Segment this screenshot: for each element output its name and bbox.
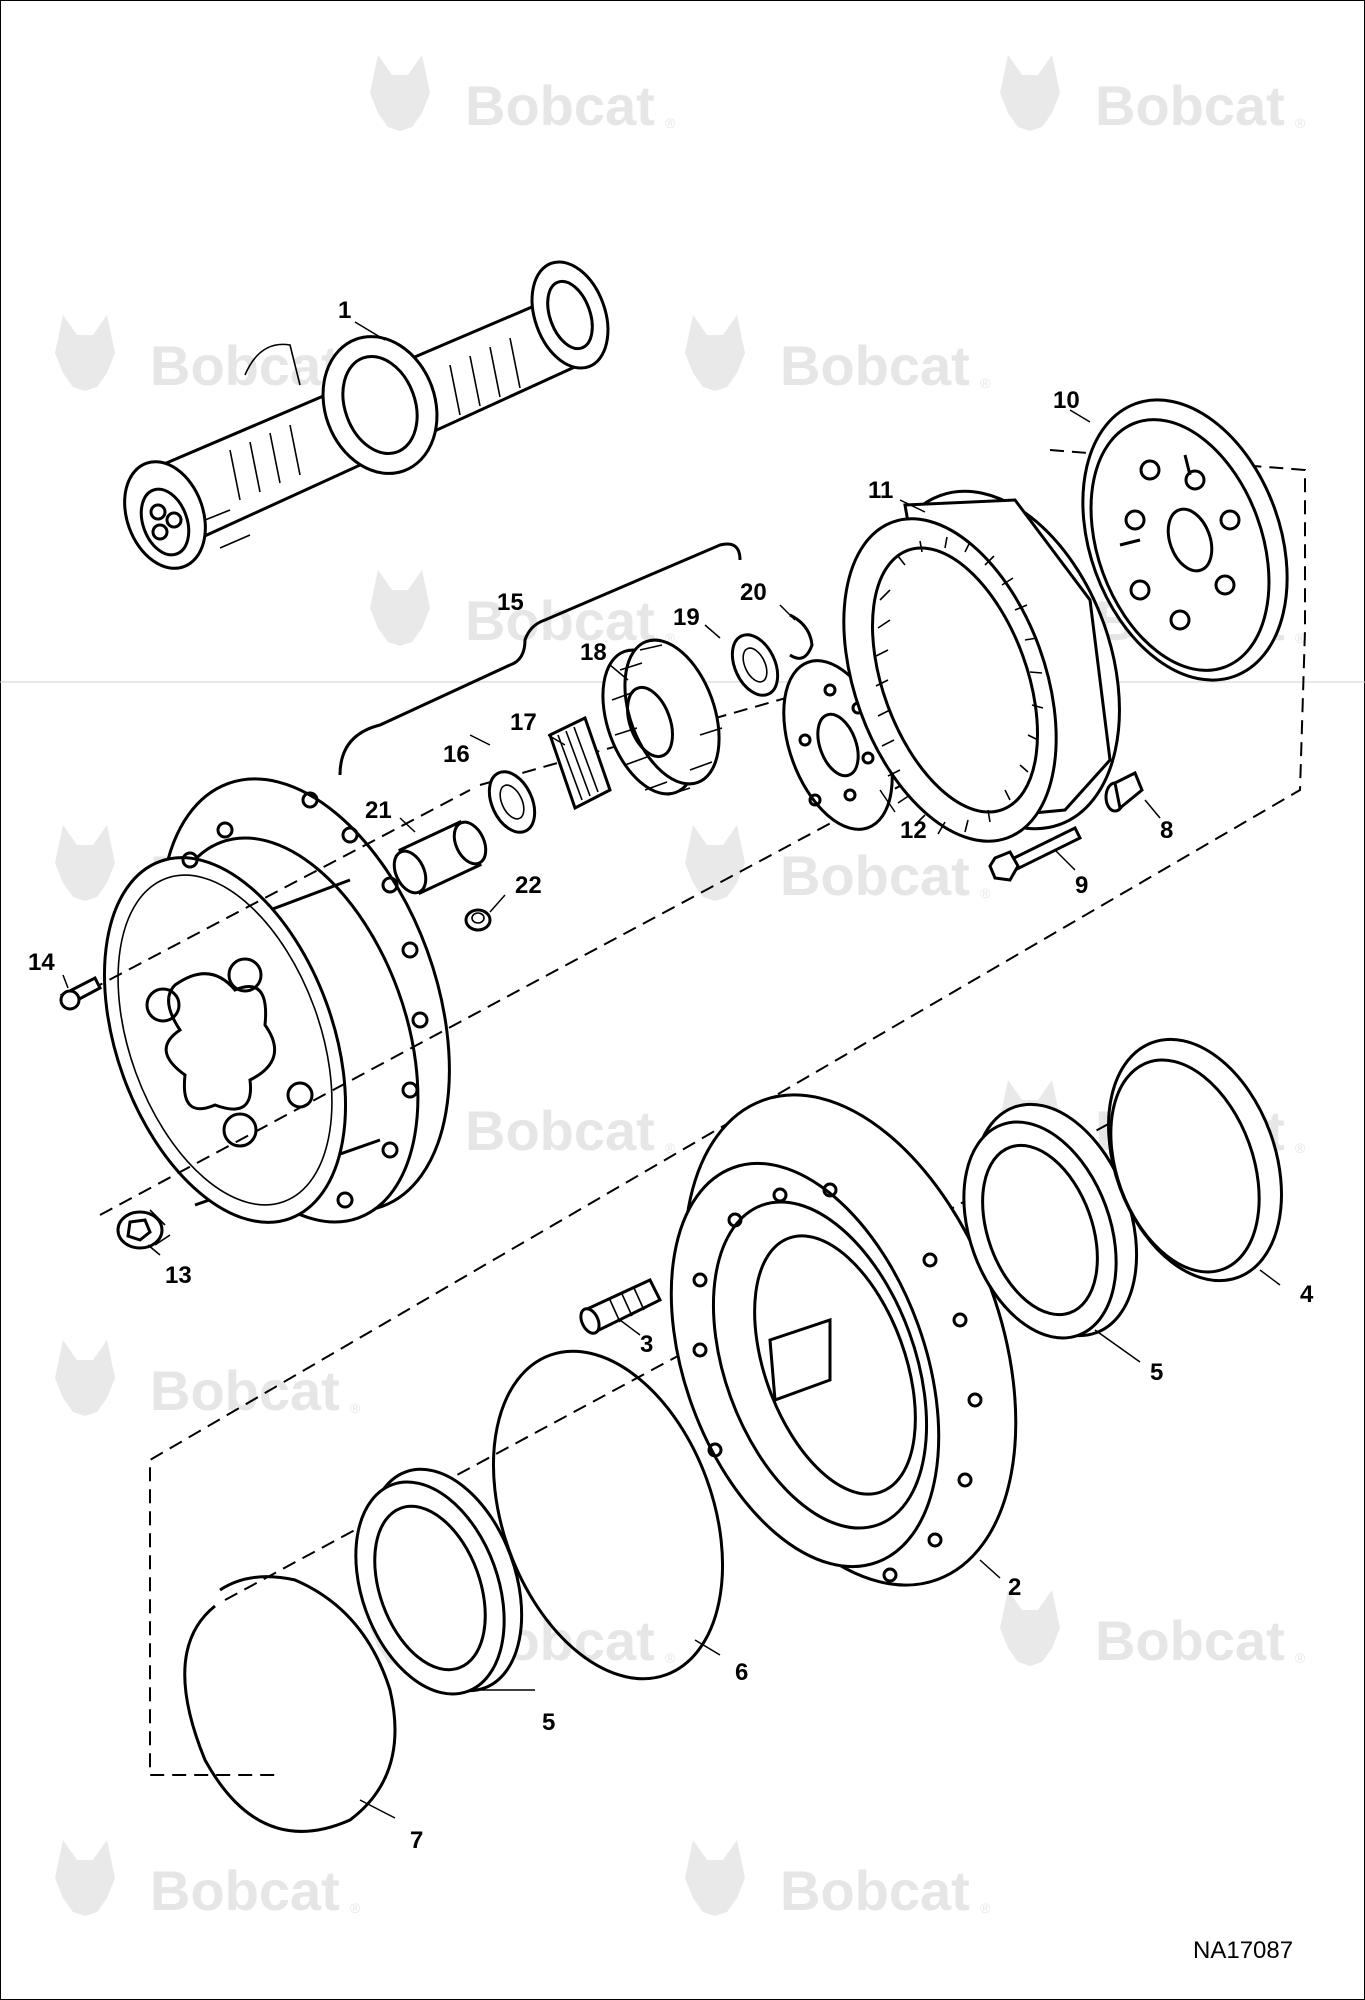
- oil-seal: [1107, 1037, 1283, 1283]
- watermark: Bobcat ®: [55, 315, 361, 397]
- svg-text:®: ®: [1295, 630, 1306, 646]
- callout-1: 1: [338, 297, 351, 324]
- axle-assembly: [123, 260, 610, 570]
- drain-plug: [116, 1209, 171, 1250]
- watermark: Bobcat ®: [685, 315, 991, 397]
- watermark: Bobcat ®: [55, 1340, 361, 1422]
- svg-text:Bobcat: Bobcat: [465, 589, 655, 652]
- svg-text:®: ®: [980, 885, 991, 901]
- needle-bearing: [548, 715, 612, 811]
- wheel-hub: [669, 1093, 1018, 1587]
- wheel-hub-bolt-holes: [692, 1182, 983, 1583]
- callout-6: 6: [735, 1659, 748, 1686]
- callout-21: 21: [365, 797, 392, 824]
- callout-9: 9: [1075, 872, 1088, 899]
- small-plug: [464, 908, 492, 932]
- watermark: Bobcat ®: [1000, 55, 1306, 137]
- watermark: Bobcat ®: [55, 1840, 361, 1922]
- leader-lines: [62, 321, 1281, 1819]
- bearing-cone-lower: [354, 1467, 524, 1696]
- callout-5-lower: 5: [542, 1709, 555, 1736]
- svg-text:Bobcat: Bobcat: [780, 1859, 970, 1922]
- svg-text:®: ®: [665, 630, 676, 646]
- svg-text:®: ®: [350, 1900, 361, 1916]
- planet-gear: [601, 638, 723, 796]
- wheel-stud: [579, 1278, 663, 1335]
- figure-id: NA17087: [1193, 1937, 1293, 1964]
- callout-20: 20: [740, 579, 767, 606]
- svg-text:Bobcat: Bobcat: [150, 1359, 340, 1422]
- watermark: Bobcat ®: [370, 570, 676, 652]
- ring-gear: [842, 489, 1121, 843]
- svg-text:Bobcat: Bobcat: [465, 1099, 655, 1162]
- callout-15: 15: [497, 589, 524, 616]
- bearing-cone-upper: [962, 1102, 1139, 1340]
- callout-5-upper: 5: [1150, 1359, 1163, 1386]
- svg-text:Bobcat: Bobcat: [780, 844, 970, 907]
- svg-text:®: ®: [1295, 1140, 1306, 1156]
- callout-19: 19: [673, 604, 700, 631]
- svg-text:Bobcat: Bobcat: [1095, 74, 1285, 137]
- callout-17: 17: [510, 709, 537, 736]
- callout-8: 8: [1160, 817, 1173, 844]
- svg-text:Bobcat: Bobcat: [1095, 1609, 1285, 1672]
- svg-text:Bobcat: Bobcat: [780, 334, 970, 397]
- watermark: Bobcat ®: [685, 1840, 991, 1922]
- callout-12: 12: [900, 817, 927, 844]
- snap-ring: [789, 613, 814, 660]
- callout-13: 13: [165, 1262, 192, 1289]
- svg-text:Bobcat: Bobcat: [150, 334, 340, 397]
- callout-7: 7: [410, 1827, 423, 1854]
- callout-14: 14: [28, 949, 55, 976]
- callout-4: 4: [1300, 1281, 1314, 1308]
- callout-11: 11: [868, 477, 893, 504]
- stud: [1104, 770, 1144, 813]
- svg-text:®: ®: [665, 1140, 676, 1156]
- group-bracket: [338, 542, 742, 776]
- assembly-frame-dashed: [149, 449, 1306, 1776]
- hex-bolt: [988, 825, 1083, 882]
- sun-gear-plate: [1081, 398, 1289, 682]
- screw: [59, 975, 102, 1011]
- callout-22: 22: [515, 872, 542, 899]
- svg-text:®: ®: [980, 375, 991, 391]
- svg-text:Bobcat: Bobcat: [150, 1859, 340, 1922]
- callout-18: 18: [580, 639, 607, 666]
- svg-text:®: ®: [665, 115, 676, 131]
- retaining-ring: [183, 1575, 397, 1833]
- callout-10: 10: [1053, 387, 1080, 414]
- hub-bolt-holes: [181, 791, 429, 1209]
- thrust-washer: [487, 770, 537, 834]
- svg-text:®: ®: [1295, 115, 1306, 131]
- callout-3: 3: [640, 1331, 653, 1358]
- svg-text:Bobcat: Bobcat: [465, 74, 655, 137]
- watermark: Bobcat ®: [685, 825, 991, 907]
- spacer-washer: [730, 633, 780, 697]
- svg-text:®: ®: [1295, 1650, 1306, 1666]
- watermark: Bobcat ®: [370, 1080, 676, 1162]
- svg-text:®: ®: [350, 1400, 361, 1416]
- callout-16: 16: [443, 741, 470, 768]
- planetary-hub: [102, 777, 451, 1224]
- watermark: Bobcat ®: [1000, 1590, 1306, 1672]
- watermark: Bobcat ®: [370, 55, 676, 137]
- svg-text:®: ®: [980, 1900, 991, 1916]
- callout-2: 2: [1008, 1574, 1021, 1601]
- planet-pin: [392, 820, 488, 895]
- callouts: 1 2 3 4 5 5 6 7 8 9 10 11 12 13 14 15 16…: [28, 297, 1314, 1854]
- svg-text:®: ®: [665, 1650, 676, 1666]
